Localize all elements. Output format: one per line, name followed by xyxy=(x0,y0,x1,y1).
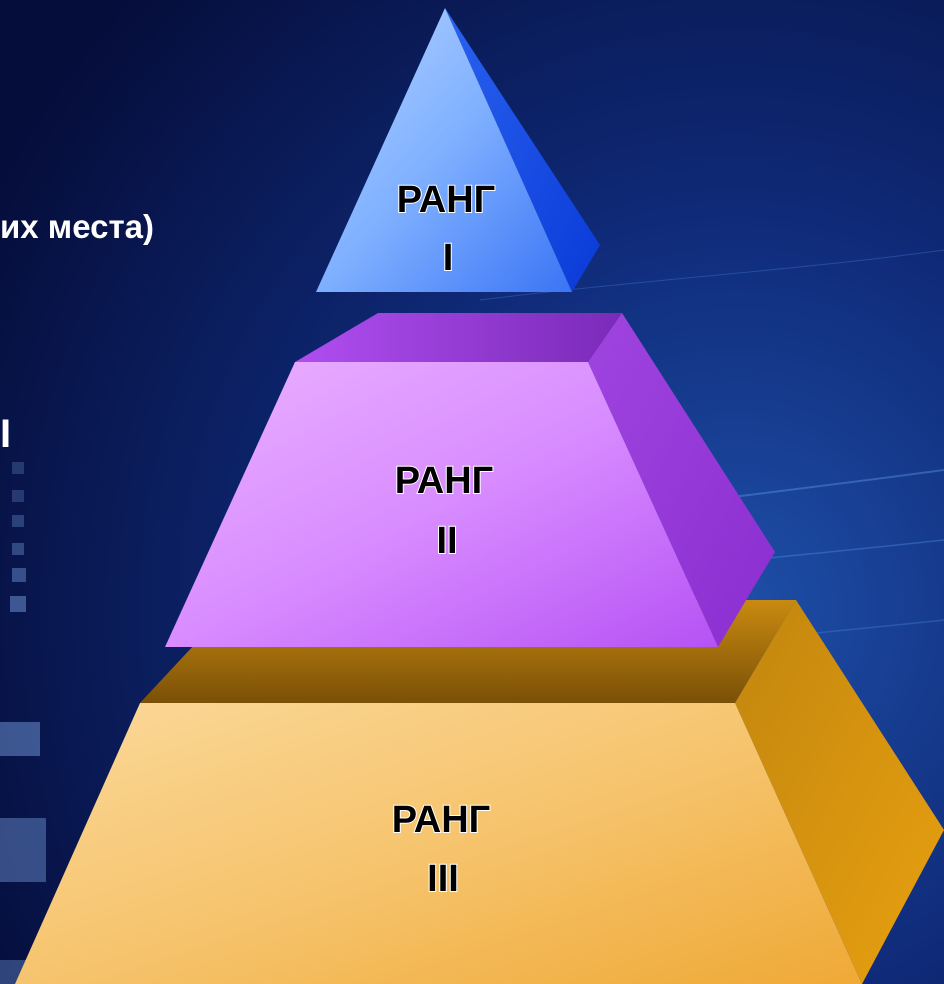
pyramid-tier-1 xyxy=(316,8,600,292)
tier-3-front-face xyxy=(15,703,862,984)
tier-2-side-face xyxy=(588,313,775,647)
pyramid-tier-2 xyxy=(165,313,775,647)
tier-3-label-line-1: РАНГ xyxy=(392,799,490,841)
tier-2-front-face xyxy=(165,362,718,647)
tier-1-label-line-1: РАНГ xyxy=(397,179,495,221)
left-text-line-1: их места) xyxy=(0,208,154,245)
tier-1-side-face xyxy=(445,8,600,292)
tier-2-label-line-1: РАНГ xyxy=(395,460,493,502)
tier-3-label-line-2: III xyxy=(427,858,459,900)
tier-3-side-face xyxy=(735,600,944,984)
tier-2-label-line-2: II xyxy=(436,520,457,562)
tier-2-top-face xyxy=(295,313,622,362)
left-text-line-2: I xyxy=(0,412,12,456)
tier-1-front-face xyxy=(316,8,572,292)
tier-1-label-line-2: I xyxy=(443,237,454,279)
